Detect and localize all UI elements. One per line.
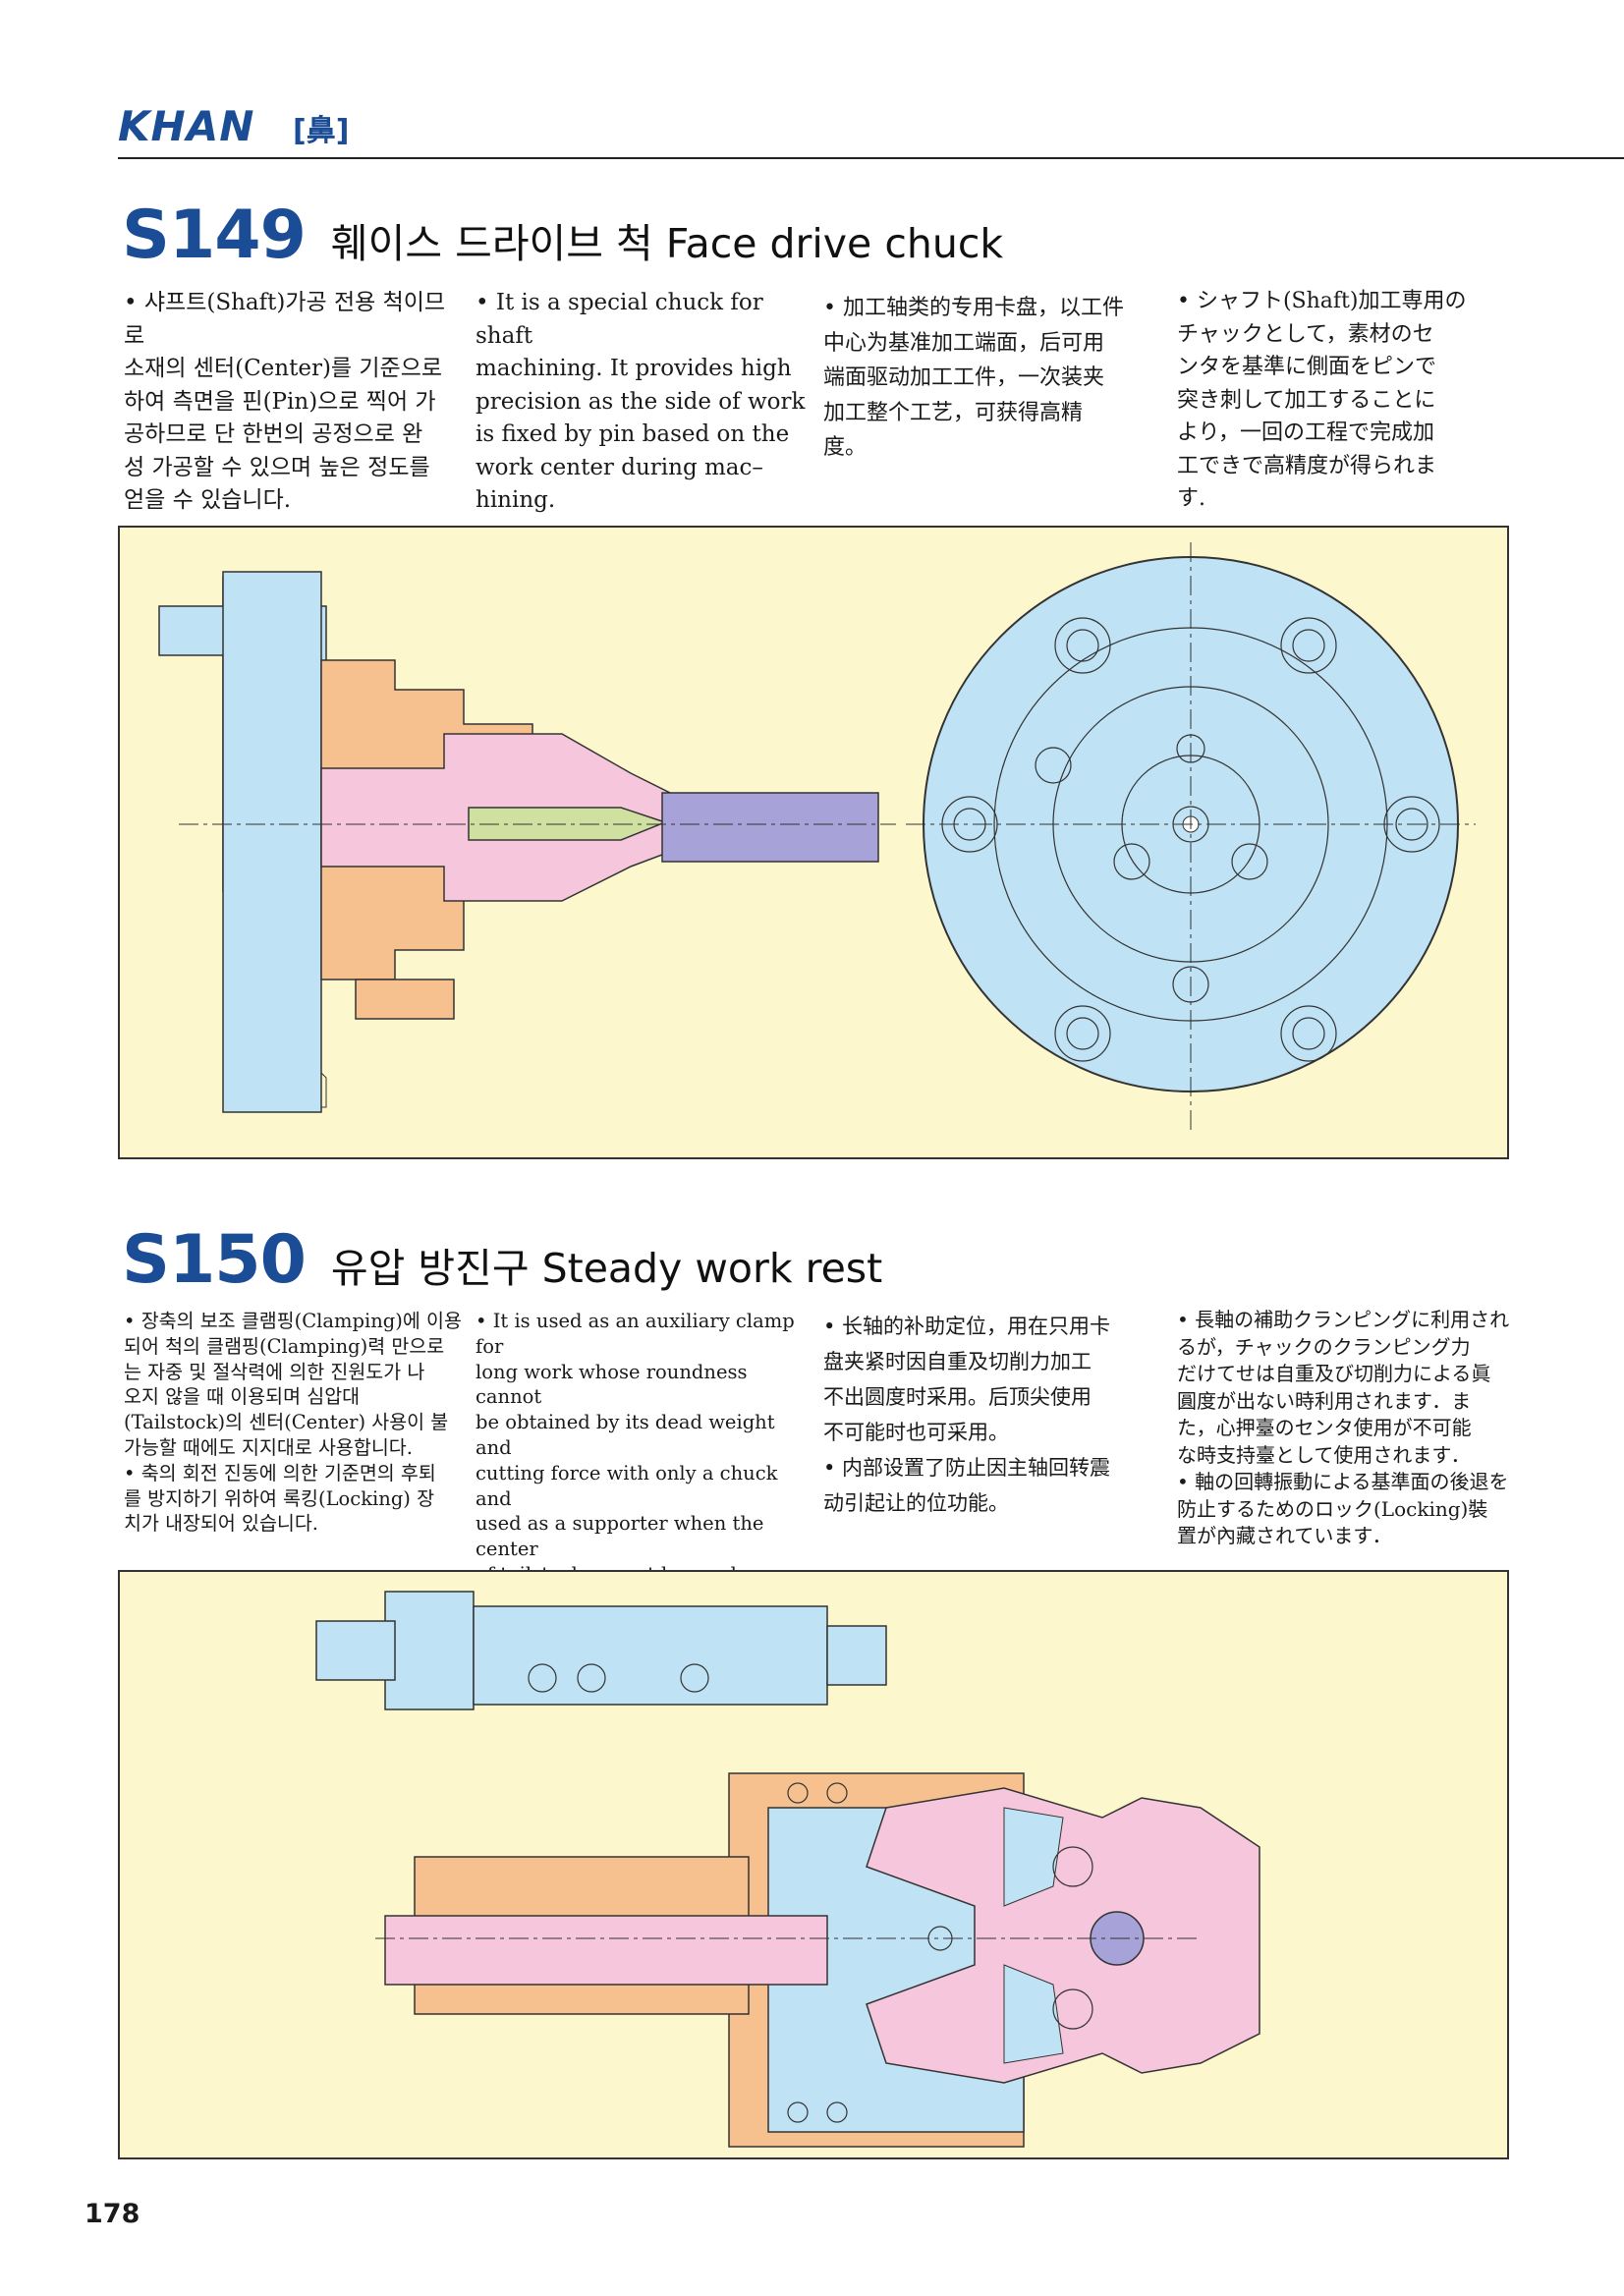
desc-korean: • 샤프트(Shaft)가공 전용 척이므로 소재의 센터(Center)를 기… (124, 290, 446, 513)
page-header: KHAN [鼻] (118, 94, 1624, 159)
steady-work-rest-drawing (118, 1570, 1509, 2159)
section-name: 유압 방진구 Steady work rest (330, 1245, 883, 1292)
brand-badge: [鼻] (293, 114, 350, 148)
chuck-technical-drawing (158, 542, 1476, 1132)
desc-korean: • 장축의 보조 클램핑(Clamping)에 이용 되어 척의 클램핑(Cla… (124, 1310, 462, 1536)
section-title-s150: S150 유압 방진구 Steady work rest (122, 1221, 882, 1299)
section-code: S150 (122, 1221, 307, 1299)
section-title-s149: S149 훼이스 드라이브 척 Face drive chuck (122, 196, 1003, 274)
page-number: 178 (84, 2199, 140, 2229)
desc-chinese: • 长轴的补助定位，用在只用卡 盘夹紧时因自重及切削力加工 不出圆度时采用。后顶… (823, 1315, 1111, 1515)
desc-chinese: • 加工轴类的专用卡盘，以工件 中心为基准加工端面，后可用 端面驱动加工工件，一… (823, 296, 1124, 460)
desc-english: • It is a special chuck for shaft machin… (476, 290, 806, 513)
steady-rest-technical-drawing (315, 1591, 1260, 2148)
desc-japanese: • 長軸の補助クランピングに利用され るが，チャックのクランピング力 だけてせは… (1177, 1308, 1510, 1547)
section-name: 훼이스 드라이브 척 Face drive chuck (330, 220, 1004, 267)
brand-logo: KHAN (118, 102, 255, 150)
desc-japanese: • シャフト(Shaft)加工専用の チャックとして，素材のセ ンタを基準に側面… (1177, 289, 1467, 511)
section-code: S149 (122, 196, 307, 274)
face-drive-chuck-drawing (118, 526, 1509, 1159)
